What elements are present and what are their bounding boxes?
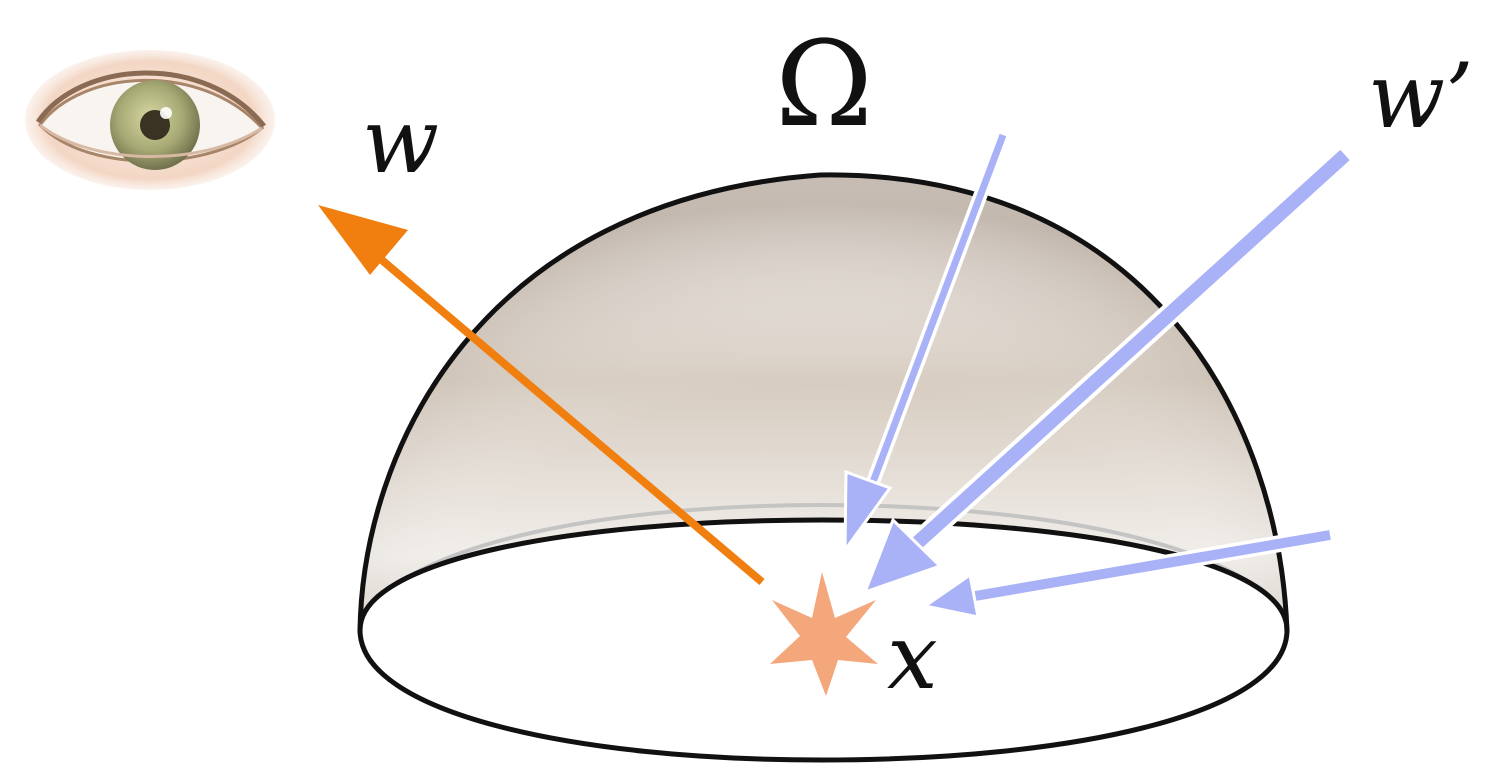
omega-label: Ω <box>775 15 873 153</box>
eye-icon <box>25 50 275 190</box>
incoming-direction-label: w’ <box>1368 44 1474 149</box>
star-icon <box>770 572 878 696</box>
point-label: x <box>887 605 938 710</box>
incoming-arrows <box>843 132 1353 619</box>
incoming-arrow-3 <box>921 526 1332 619</box>
hemisphere-outline <box>357 172 1290 633</box>
outgoing-direction-label: w <box>362 89 439 194</box>
incoming-arrow-2 <box>862 146 1353 595</box>
outgoing-arrow <box>318 205 765 586</box>
incoming-arrow-1 <box>843 132 1010 555</box>
